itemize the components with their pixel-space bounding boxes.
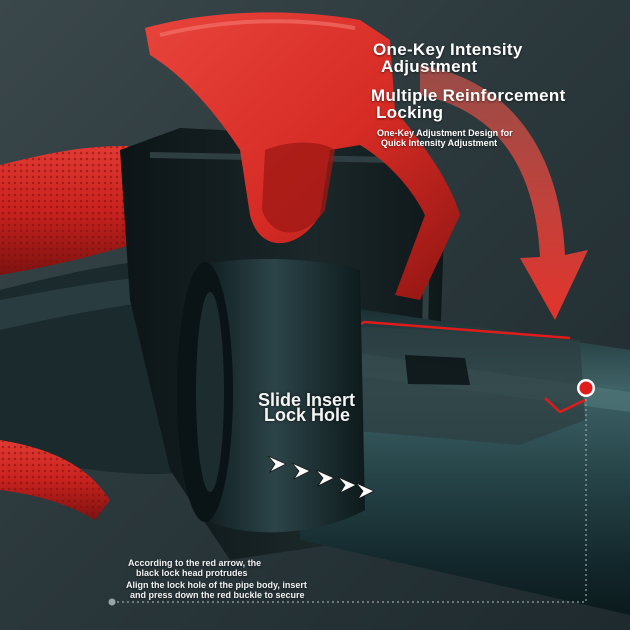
buckle-inner-shadow (262, 142, 335, 233)
slide-insert-label: Slide Insert (258, 390, 356, 410)
sleeve-red-edge-lower (544, 397, 586, 414)
dotted-guide-line (112, 398, 587, 603)
red-dot-marker-core (579, 381, 593, 395)
chevron-arrow (337, 476, 357, 494)
collar-inner (196, 292, 224, 492)
subheading-line-2: Quick Intensity Adjustment (381, 138, 498, 148)
note-2-line-2: and press down the red buckle to secure (130, 590, 305, 600)
chevron-arrow (267, 455, 287, 473)
heading-intensity-line-1: One-Key Intensity (373, 40, 523, 59)
lock-head-slot (405, 355, 470, 385)
subheading-line-1: One-Key Adjustment Design for (377, 128, 513, 138)
note-2-line-1: Align the lock hole of the pipe body, in… (126, 580, 307, 590)
lock-sleeve (340, 325, 585, 445)
heading-intensity-line-2: Adjustment (381, 57, 478, 76)
collar-ring (200, 258, 365, 533)
chevron-arrow (291, 462, 311, 480)
lock-hole-label: Lock Hole (264, 405, 351, 425)
white-chevron-arrows (267, 455, 375, 500)
chevron-arrow (315, 469, 335, 487)
red-curved-arrow (420, 65, 588, 320)
guide-line-dot (108, 598, 116, 606)
note-1-line-2: black lock head protrudes (136, 568, 248, 578)
note-1-line-1: According to the red arrow, the (128, 558, 262, 568)
buckle-highlight (159, 19, 356, 37)
chevron-arrow (355, 482, 375, 500)
heading-locking-line-1: Multiple Reinforcement (371, 86, 566, 105)
heading-locking-line-2: Locking (376, 103, 444, 122)
lower-grip-knurl (0, 440, 110, 520)
